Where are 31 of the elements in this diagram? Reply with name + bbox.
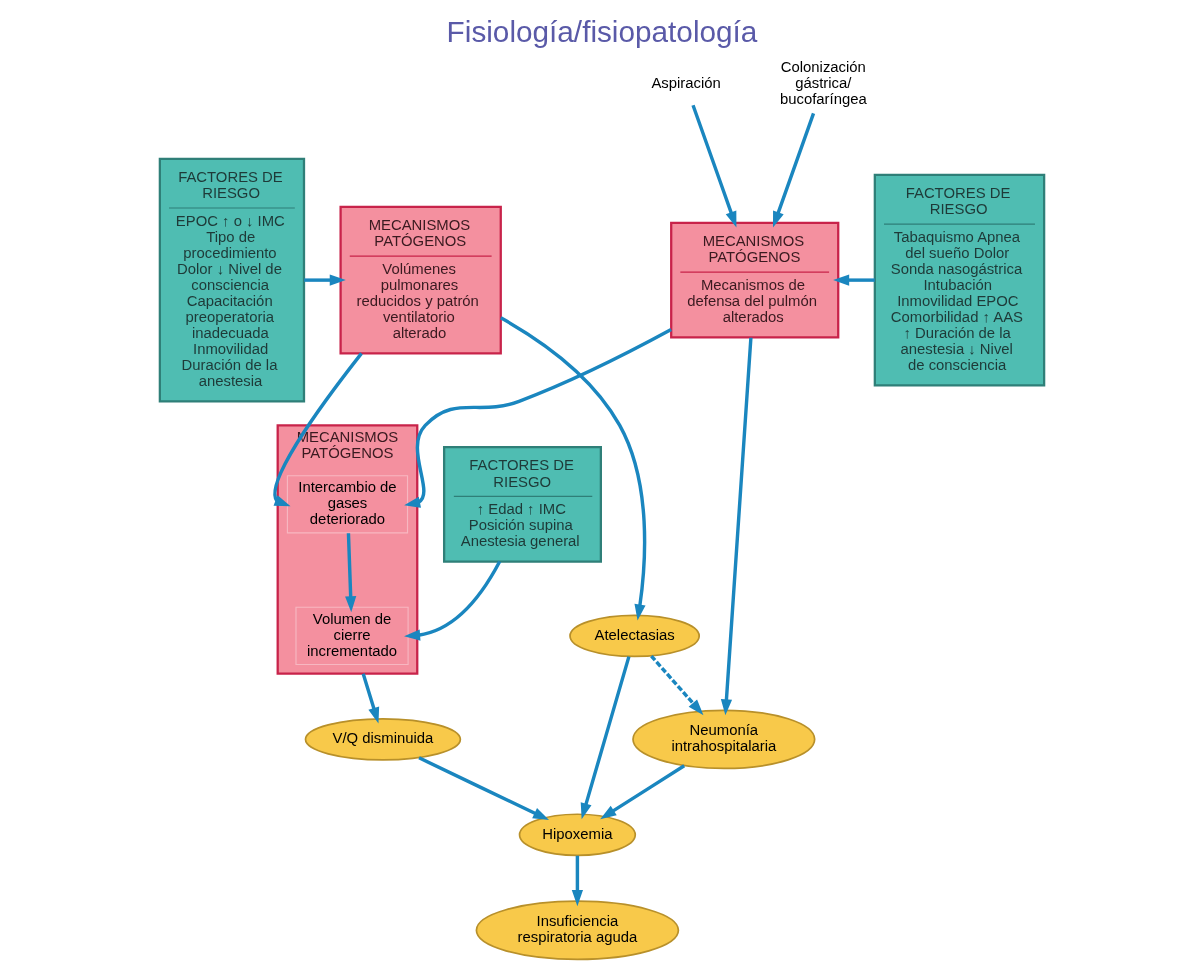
arrow (772, 112, 815, 228)
node-box: FACTORES DE RIESGO Tabaquismo Apnea del sueño Dolor Sonda nasogástrica Intubación Inmovilidad EPOC Comorbilidad ↑ AAS ↑ Duración de la anestesia ↓ Nivel de consciencia (873, 173, 1045, 386)
arrow (571, 855, 583, 906)
node-box: MECANISMOS PATÓGENOS Mecanismos de defensa del pulmón alterados (669, 221, 839, 338)
arrow (599, 763, 685, 819)
arrow (403, 560, 501, 641)
arrow (720, 337, 753, 715)
arrow (580, 655, 631, 819)
arrow (303, 274, 346, 286)
node-box: FACTORES DE RIESGO ↑ Edad ↑ IMC Posición supina Anestesia general (442, 445, 602, 563)
arrow (361, 672, 379, 724)
node-ellipse: V/Q disminuida (304, 717, 461, 761)
node-ellipse: Hipoxemia (518, 812, 636, 856)
arrow (499, 315, 646, 620)
arrow (403, 327, 672, 508)
node-box: MECANISMOS PATÓGENOS Volúmenes pulmonares reducidos y patrón ventilatorio alterado (338, 205, 502, 354)
node-text: Colonización gástrica/ bucofaríngea (779, 58, 867, 107)
node-ellipse: Atelectasias (568, 613, 700, 657)
node-box: Intercambio de gases deteriorado (286, 474, 408, 533)
node-ellipse: Insuficiencia respiratoria aguda (475, 899, 679, 960)
diagram-title: Fisiología/fisiopatología (446, 14, 757, 48)
node-box: FACTORES DE RIESGO EPOC ↑ o ↓ IMC Tipo de procedimiento Dolor ↓ Nivel de consciencia Capacitación preoperatoria inadecuada Inmovilidad Duración de la anestesia (158, 157, 305, 403)
node-text: Aspiración (650, 74, 721, 91)
arrow (690, 104, 736, 227)
node-box: Volumen de cierre incrementado (294, 606, 409, 665)
arrow (649, 654, 703, 715)
arrow (344, 532, 356, 612)
arrow (832, 274, 875, 286)
arrow (272, 351, 363, 506)
node-ellipse: Neumonía intrahospitalaria (631, 708, 815, 769)
arrow (417, 755, 549, 820)
